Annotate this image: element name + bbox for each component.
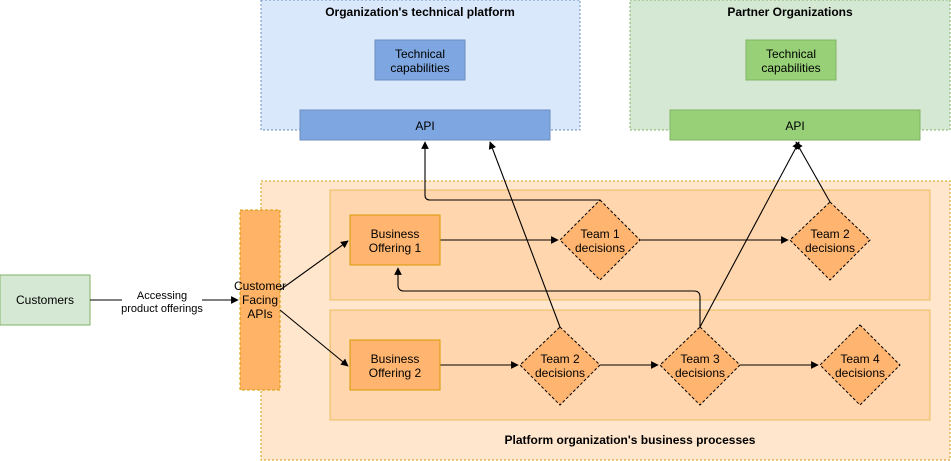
team3-decisions-label-2: decisions <box>675 366 725 380</box>
business-offering-2-label-1: Business <box>371 352 420 366</box>
team1-decisions-diamond[interactable] <box>559 199 641 281</box>
team4-decisions-label-2: decisions <box>835 366 885 380</box>
business-processes-title: Platform organization's business process… <box>505 433 756 447</box>
team2-bottom-decisions-label-2: decisions <box>535 366 585 380</box>
business-offering-2-label-2: Offering 2 <box>369 366 422 380</box>
tech-platform-group: Organization's technical platform Techni… <box>260 0 581 141</box>
team4-decisions-diamond[interactable] <box>819 324 901 406</box>
connectors <box>90 141 831 369</box>
team3-decisions-diamond[interactable] <box>659 326 741 406</box>
edge-team1-techapi <box>421 141 600 201</box>
customers-box[interactable] <box>0 274 91 326</box>
team3-decisions-label-1: Team 3 <box>680 352 720 366</box>
team1-decisions-label-2: decisions <box>575 241 625 255</box>
business-offering-1-label-1: Business <box>371 227 420 241</box>
team2-top-decisions-label-2: decisions <box>805 241 855 255</box>
team4-decisions-label-1: Team 4 <box>840 352 880 366</box>
edge-cfa-offering1 <box>279 240 349 291</box>
customer-facing-label-3: APIs <box>247 307 272 321</box>
partner-api-label: API <box>785 119 804 133</box>
customer-facing-label-1: Customer <box>234 279 286 293</box>
partner-api-box[interactable] <box>669 109 921 141</box>
customer-facing-apis-box[interactable] <box>239 209 281 391</box>
tech-capabilities-box[interactable] <box>374 39 466 81</box>
edge-label-line1: Accessing <box>137 290 187 302</box>
business-offering-1-label-2: Offering 1 <box>369 241 422 255</box>
team2-bottom-decisions-label-1: Team 2 <box>540 352 580 366</box>
edge-cfa-offering2 <box>279 309 349 367</box>
tech-capabilities-label-2: capabilities <box>390 61 449 75</box>
partner-capabilities-label-1: Technical <box>766 47 816 61</box>
edge-team3-partnerapi <box>699 141 800 328</box>
team2-top-decisions-label-1: Team 2 <box>810 227 850 241</box>
partner-group: Partner Organizations Technical capabili… <box>629 0 951 141</box>
edge-team2bottom-techapi <box>488 141 561 328</box>
edge-label-line2: product offerings <box>121 303 203 315</box>
customers-label: Customers <box>16 293 74 307</box>
team2-top-decisions-diamond[interactable] <box>789 201 871 281</box>
customer-facing-label-2: Facing <box>242 293 278 307</box>
edge-team3-offering1 <box>394 267 701 327</box>
partner-capabilities-label-2: capabilities <box>761 61 820 75</box>
partner-title: Partner Organizations <box>727 5 853 19</box>
business-offering-2-box[interactable] <box>349 339 441 391</box>
edge-team2top-partnerapi <box>795 141 831 203</box>
team1-decisions-label-1: Team 1 <box>580 227 620 241</box>
tech-capabilities-label-1: Technical <box>395 47 445 61</box>
tech-api-box[interactable] <box>299 109 551 141</box>
tech-api-label: API <box>415 119 434 133</box>
tech-platform-title: Organization's technical platform <box>325 5 515 19</box>
business-offering-1-box[interactable] <box>349 214 441 266</box>
partner-capabilities-box[interactable] <box>745 39 837 81</box>
team2-bottom-decisions-diamond[interactable] <box>519 326 601 406</box>
